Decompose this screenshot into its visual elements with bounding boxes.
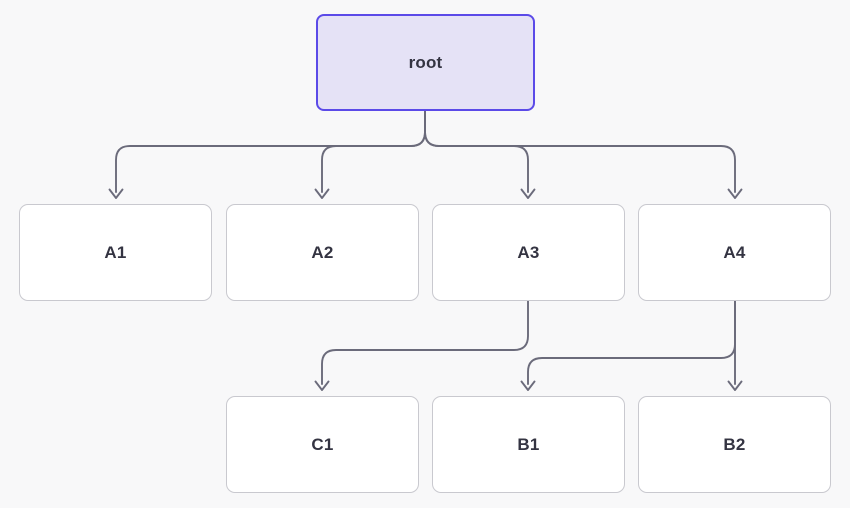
edge-path [424,110,736,193]
node-a4[interactable]: A4 [638,204,831,301]
node-root[interactable]: root [316,14,535,111]
edge-a3-to-c1 [314,300,529,391]
edge-path [527,300,736,385]
edge-root-to-a2 [314,110,426,199]
edge-root-to-a3 [424,110,536,199]
arrowhead-icon [314,380,330,391]
edge-a4-to-b1 [520,300,736,391]
node-b1[interactable]: B1 [432,396,625,493]
arrowhead-icon [108,188,124,199]
arrowhead-icon [520,188,536,199]
edge-path [321,300,529,385]
node-a3[interactable]: A3 [432,204,625,301]
node-label: root [408,53,443,72]
arrowhead-icon [314,188,330,199]
node-c1[interactable]: C1 [226,396,419,493]
node-b2[interactable]: B2 [638,396,831,493]
node-a1[interactable]: A1 [19,204,212,301]
node-label: A2 [311,243,334,262]
node-label: A4 [723,243,746,262]
edge-root-to-a4 [424,110,743,199]
node-label: B2 [723,435,746,454]
edge-root-to-a1 [108,110,426,199]
arrowhead-icon [520,380,536,391]
node-label: A3 [517,243,540,262]
edge-path [321,110,426,193]
node-label: B1 [517,435,540,454]
arrowhead-icon [727,380,743,391]
edge-path [115,110,426,193]
node-a2[interactable]: A2 [226,204,419,301]
arrowhead-icon [727,188,743,199]
node-label: A1 [104,243,127,262]
node-label: C1 [311,435,334,454]
edge-path [424,110,529,193]
edge-a4-to-b2 [727,300,743,391]
